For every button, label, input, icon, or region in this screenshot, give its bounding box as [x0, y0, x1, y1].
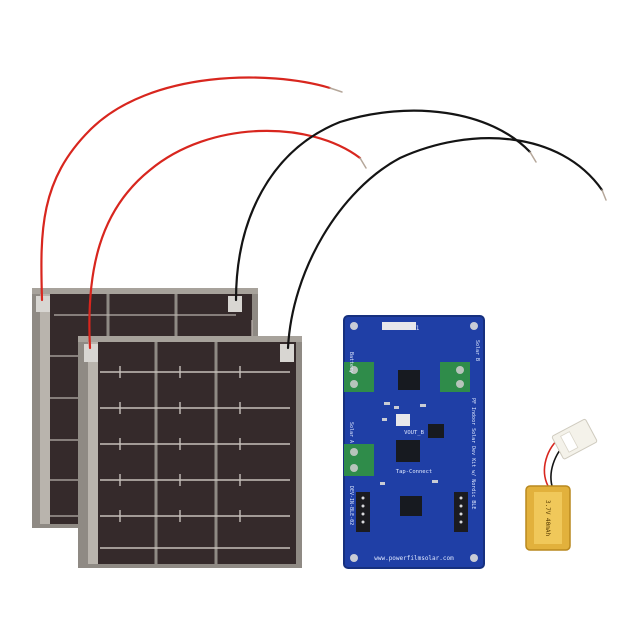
pcb-version-label: 1-1 — [409, 325, 420, 332]
pcb-battery-label: Battery — [348, 352, 354, 373]
pcb-solar-a-label: Solar A — [348, 422, 354, 443]
pcb-tap-label: Tap-Connect — [396, 469, 432, 475]
battery-label: 3.7V 40mAh — [544, 500, 551, 537]
black-wire-front — [286, 137, 604, 350]
wires — [40, 76, 607, 350]
terminal-block-battery — [344, 362, 374, 392]
lipo-battery: 3.7V 40mAh — [525, 418, 598, 551]
red-wire-back — [40, 76, 332, 302]
pcb-vout-label: VOUT_B — [404, 430, 425, 436]
pcb-kit-label: PF Indoor Solar Dev Kit w/ Nordic BLE — [470, 398, 476, 509]
terminal-block-solar-a — [344, 444, 374, 476]
solar-panel-front — [78, 336, 302, 568]
dev-board-pcb: 1-1 VOUT_B Tap-Connect www.powerfilmsola… — [343, 315, 485, 569]
black-wire-back — [234, 109, 532, 302]
back-panel-fingers — [50, 320, 253, 517]
pcb-model-label: DEV-IN-BLE-02 — [348, 486, 354, 525]
terminal-block-solar-b — [440, 362, 470, 392]
pcb-solar-b-label: Solar B — [474, 340, 480, 361]
red-wire-front — [88, 129, 362, 350]
pcb-url-label: www.powerfilmsolar.com — [374, 555, 454, 562]
